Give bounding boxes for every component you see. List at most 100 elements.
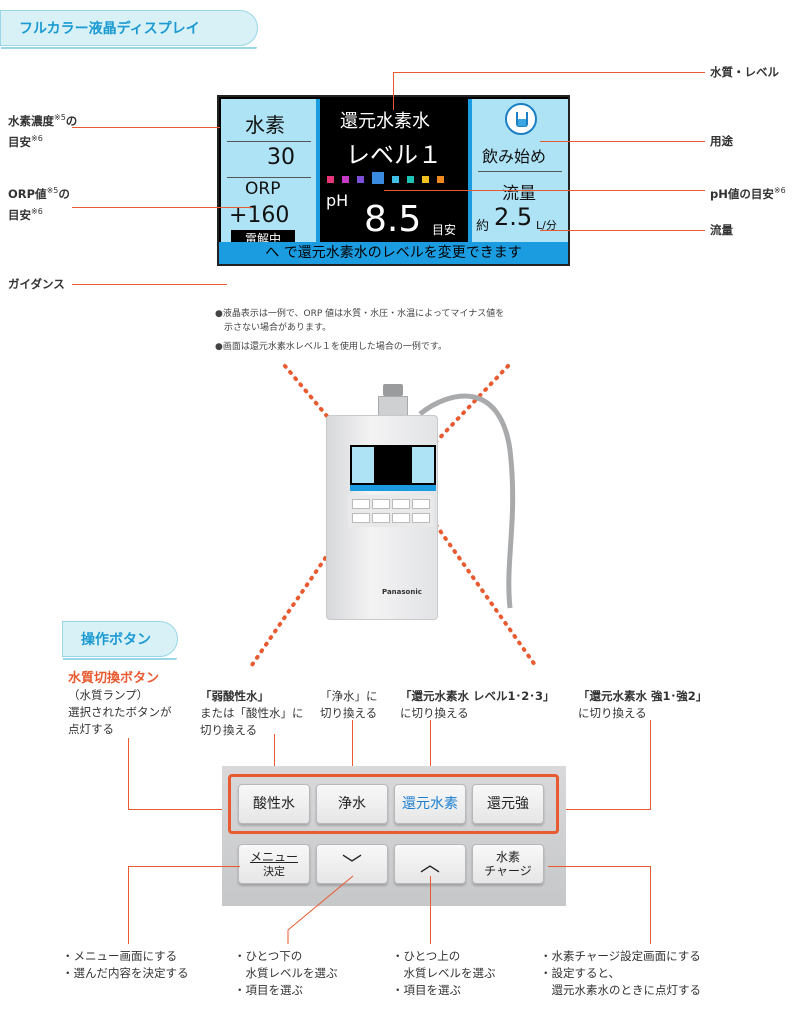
caption-text: 水質レベルを選ぶ [234,966,338,980]
lcd-flow-prefix: 約 [476,219,490,234]
label-h2-conc: 水素濃度※5の 目安※6 [8,109,77,151]
hydrogen-charge-button[interactable]: 水素 チャージ [472,844,544,884]
leader-line [128,866,129,944]
label-orp: ORP値※5の 目安※6 [8,182,70,224]
lcd-ph-value: 8.5 [364,199,422,240]
caption-text: 点灯する [68,722,114,736]
acid-water-button[interactable]: 酸性水 [238,784,310,824]
leader-line [393,72,705,73]
caption-pure: 「浄水」に 切り換える [320,688,378,722]
label-h2-conc-text: 水素濃度 [8,113,54,128]
leader-line [540,230,705,231]
caption-acid: 「弱酸性水」 または「酸性水」に 切り換える [200,688,304,739]
caption-text: 「弱酸性水」 [200,689,269,703]
leader-line [72,127,220,128]
lcd-left-panel: 水素 30 ORP +160 電解中 [221,99,316,248]
lcd-guidance-bar: へ で還元水素水のレベルを変更できます [219,242,568,264]
label-text: の [58,186,70,201]
leader-line [128,809,236,810]
label-use: 用途 [710,134,733,148]
water-select-highlight [228,774,559,834]
section-title-buttons: 操作ボタン [62,621,178,660]
caption-menu: ・メニュー画面にする ・選んだ内容を決定する [62,948,189,982]
caption-text: ・メニュー画面にする [62,949,178,963]
lcd-divider [227,177,311,178]
label-guidance: ガイダンス [8,277,65,291]
caption-text: （水質ランプ） [68,688,149,702]
chevron-down-icon: ﹀ [342,852,362,876]
leader-line [650,720,651,810]
lcd-h2-value: 30 [267,145,295,170]
lcd-separator [316,99,320,242]
caption-charge: ・水素チャージ設定画面にする ・設定すると、 還元水素水のときに点灯する [540,948,701,999]
note-line-1: ●液晶表示は一例で、ORP 値は水質・水圧・水温によってマイナス値を [215,309,505,319]
caption-text: 水質レベルを選ぶ [392,966,496,980]
label-text: 目安 [8,134,31,149]
note-line-3: ●画面は還元水素水レベル１を使用した場合の一例です。 [215,342,447,352]
ph-dot [437,176,444,183]
note-ref: ※6 [31,133,43,143]
caption-switch: 水質切換ボタン （水質ランプ） 選択されたボタンが 点灯する [68,670,172,738]
caption-text: 還元水素水のときに点灯する [540,983,701,997]
device-brand: Panasonic [382,588,422,596]
label-ph-guide-text: pH値の目安 [710,186,774,201]
caption-text: 切り換える [320,706,378,720]
caption-switch-title: 水質切換ボタン [68,671,160,686]
label-text: 目安 [8,207,31,222]
charge-button-label-top: 水素 [495,850,520,864]
caption-text: ・水素チャージ設定画面にする [540,949,701,963]
caption-text: 選択されたボタンが [68,705,172,719]
ph-dot [407,176,414,183]
leader-line [540,141,705,142]
note-ref: ※5 [46,186,59,195]
leader-line [430,876,431,944]
menu-button-label-top: メニュー [249,850,298,864]
caption-strong: 「還元水素水 強1･強2」 に切り換える [578,688,707,722]
lcd-flow-unit: L/分 [536,219,557,232]
ph-dot [422,176,429,183]
caption-text: 切り換える [200,723,258,737]
caption-text: 「還元水素水 レベル1･2･3」 [400,689,555,703]
reduced-water-button[interactable]: 還元水素 [394,784,466,824]
caption-text: 「浄水」に [320,689,378,703]
lcd-use-label: 飲み始め [482,147,547,166]
ph-dot [327,176,334,183]
section-title-display: フルカラー液晶ディスプレイ [0,10,258,49]
menu-button[interactable]: メニュー 決定 [238,844,310,884]
lcd-ph-suffix: 目安 [432,223,457,237]
charge-button-label-bottom: チャージ [484,864,532,878]
strong-reduced-button[interactable]: 還元強 [472,784,544,824]
lcd-separator [468,99,472,242]
pure-water-button[interactable]: 浄水 [316,784,388,824]
label-flow: 流量 [710,223,733,237]
leader-line [430,720,431,784]
caption-text: 「還元水素水 強1･強2」 [578,689,708,703]
label-text: の [65,113,78,128]
lcd-water-type: 還元水素水 [340,111,430,132]
caption-text: に切り換える [400,706,469,720]
leader-line [352,720,353,784]
caption-text: ・選んだ内容を決定する [62,966,189,980]
caption-text: ・項目を選ぶ [234,983,303,997]
lcd-display: 水素 30 ORP +160 電解中 還元水素水 レベル１ pH 8.5 目安 … [217,95,570,266]
faucet-icon [383,384,403,396]
caption-text: ・ひとつ上の [392,949,461,963]
menu-button-label-bottom: 決定 [263,865,285,878]
ph-dot [342,176,349,183]
label-ph-guide: pH値の目安※6 [710,182,786,203]
lcd-h2-title: 水素 [245,113,285,137]
leader-line [128,866,240,867]
leader-line [72,284,227,285]
note-ref: ※6 [31,206,43,216]
lcd-mid-panel: 還元水素水 レベル１ pH 8.5 目安 [320,99,468,242]
lcd-divider [478,171,562,172]
lcd-flow-value: 2.5 [494,203,533,231]
caption-up: ・ひとつ上の 水質レベルを選ぶ ・項目を選ぶ [392,948,496,999]
leader-line [393,72,394,110]
device-mini-buttons [348,495,434,527]
leader-line [650,866,651,944]
caption-text: ・項目を選ぶ [392,983,461,997]
leader-line [274,734,275,784]
cup-icon [505,103,537,135]
